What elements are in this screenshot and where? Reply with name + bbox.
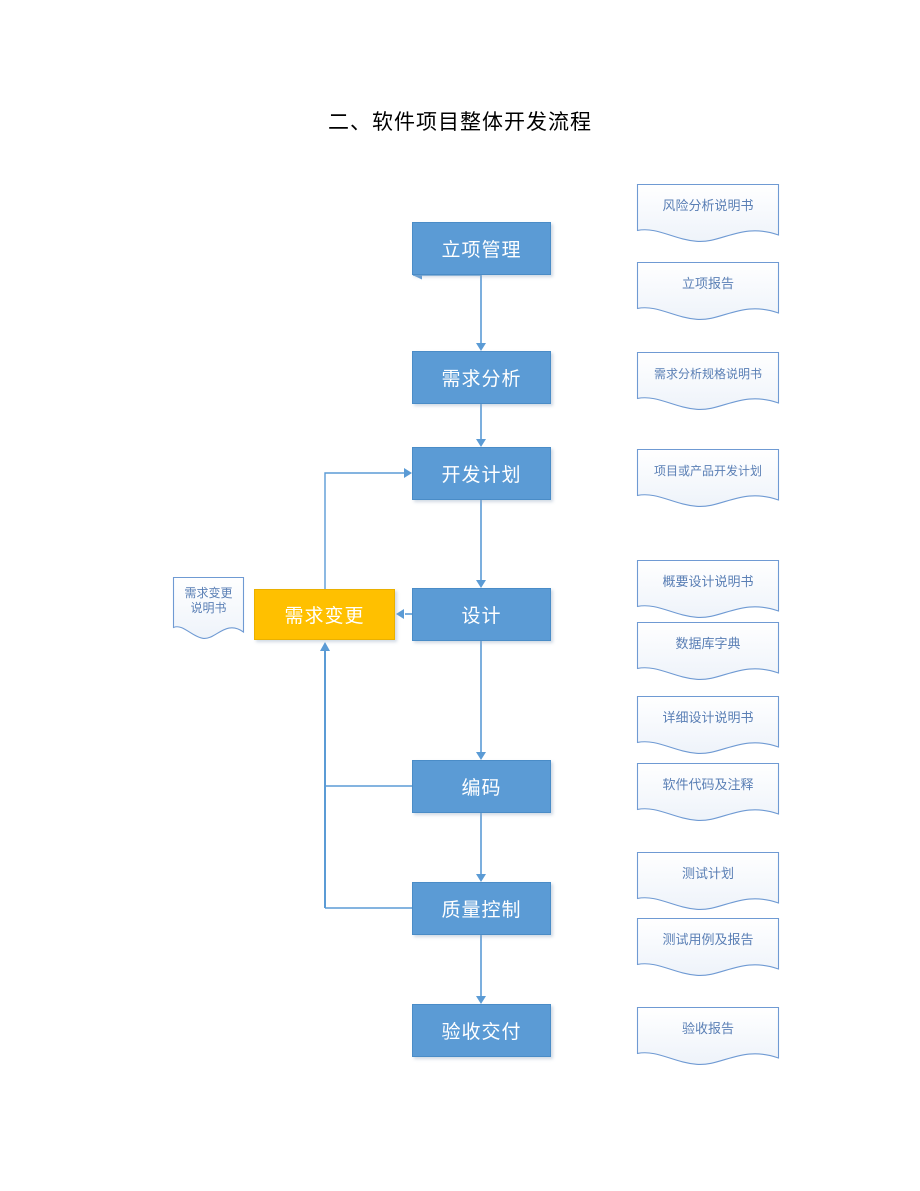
process-box-label: 开发计划 (441, 465, 522, 486)
document-shape-acceptance-report[interactable]: 验收报告 (636, 1006, 780, 1069)
document-outline-icon (636, 851, 780, 910)
document-outline-icon (636, 917, 780, 976)
process-box-label: 编码 (461, 778, 502, 799)
document-shape-requirement-analysis-spec[interactable]: 需求分析规格说明书 (636, 351, 780, 414)
document-outline-icon (636, 695, 780, 754)
document-shape-project-initiation-report[interactable]: 立项报告 (636, 261, 780, 324)
process-box-acceptance-delivery[interactable]: 验收交付 (412, 1004, 551, 1057)
document-shape-database-dictionary[interactable]: 数据库字典 (636, 621, 780, 684)
process-box-coding[interactable]: 编码 (412, 760, 551, 813)
document-shape-outline-design-spec[interactable]: 概要设计说明书 (636, 559, 780, 622)
document-shape-test-cases-and-report[interactable]: 测试用例及报告 (636, 917, 780, 980)
process-box-label: 立项管理 (441, 240, 522, 261)
process-box-label: 需求变更 (284, 606, 365, 627)
page-title: 二、软件项目整体开发流程 (328, 111, 592, 134)
document-outline-icon (636, 448, 780, 507)
document-shape-software-code-and-comments[interactable]: 软件代码及注释 (636, 762, 780, 825)
document-outline-icon (636, 762, 780, 821)
process-box-project-initiation[interactable]: 立项管理 (412, 222, 551, 275)
process-box-requirement-analysis[interactable]: 需求分析 (412, 351, 551, 404)
document-outline-icon (636, 183, 780, 242)
document-shape-test-plan[interactable]: 测试计划 (636, 851, 780, 914)
process-box-requirement-change[interactable]: 需求变更 (254, 589, 395, 640)
connector-change-to-plan (324, 468, 412, 589)
document-shape-risk-analysis-spec[interactable]: 风险分析说明书 (636, 183, 780, 246)
process-box-label: 质量控制 (441, 900, 522, 921)
process-box-design[interactable]: 设计 (412, 588, 551, 641)
document-outline-icon (636, 1006, 780, 1065)
connector-coding-quality-to-change (320, 642, 412, 909)
document-outline-icon (636, 621, 780, 680)
process-box-label: 验收交付 (441, 1022, 522, 1043)
process-box-quality-control[interactable]: 质量控制 (412, 882, 551, 935)
process-box-label: 设计 (461, 606, 502, 627)
document-outline-icon (636, 351, 780, 410)
document-outline-icon (172, 576, 245, 639)
document-shape-requirement-change-spec[interactable]: 需求变更 说明书 (172, 576, 245, 643)
document-shape-detailed-design-spec[interactable]: 详细设计说明书 (636, 695, 780, 758)
document-shape-project-or-product-dev-plan[interactable]: 项目或产品开发计划 (636, 448, 780, 511)
process-box-label: 需求分析 (441, 369, 522, 390)
document-outline-icon (636, 261, 780, 320)
connector-design-to-change (396, 609, 412, 619)
document-outline-icon (636, 559, 780, 618)
process-box-development-plan[interactable]: 开发计划 (412, 447, 551, 500)
